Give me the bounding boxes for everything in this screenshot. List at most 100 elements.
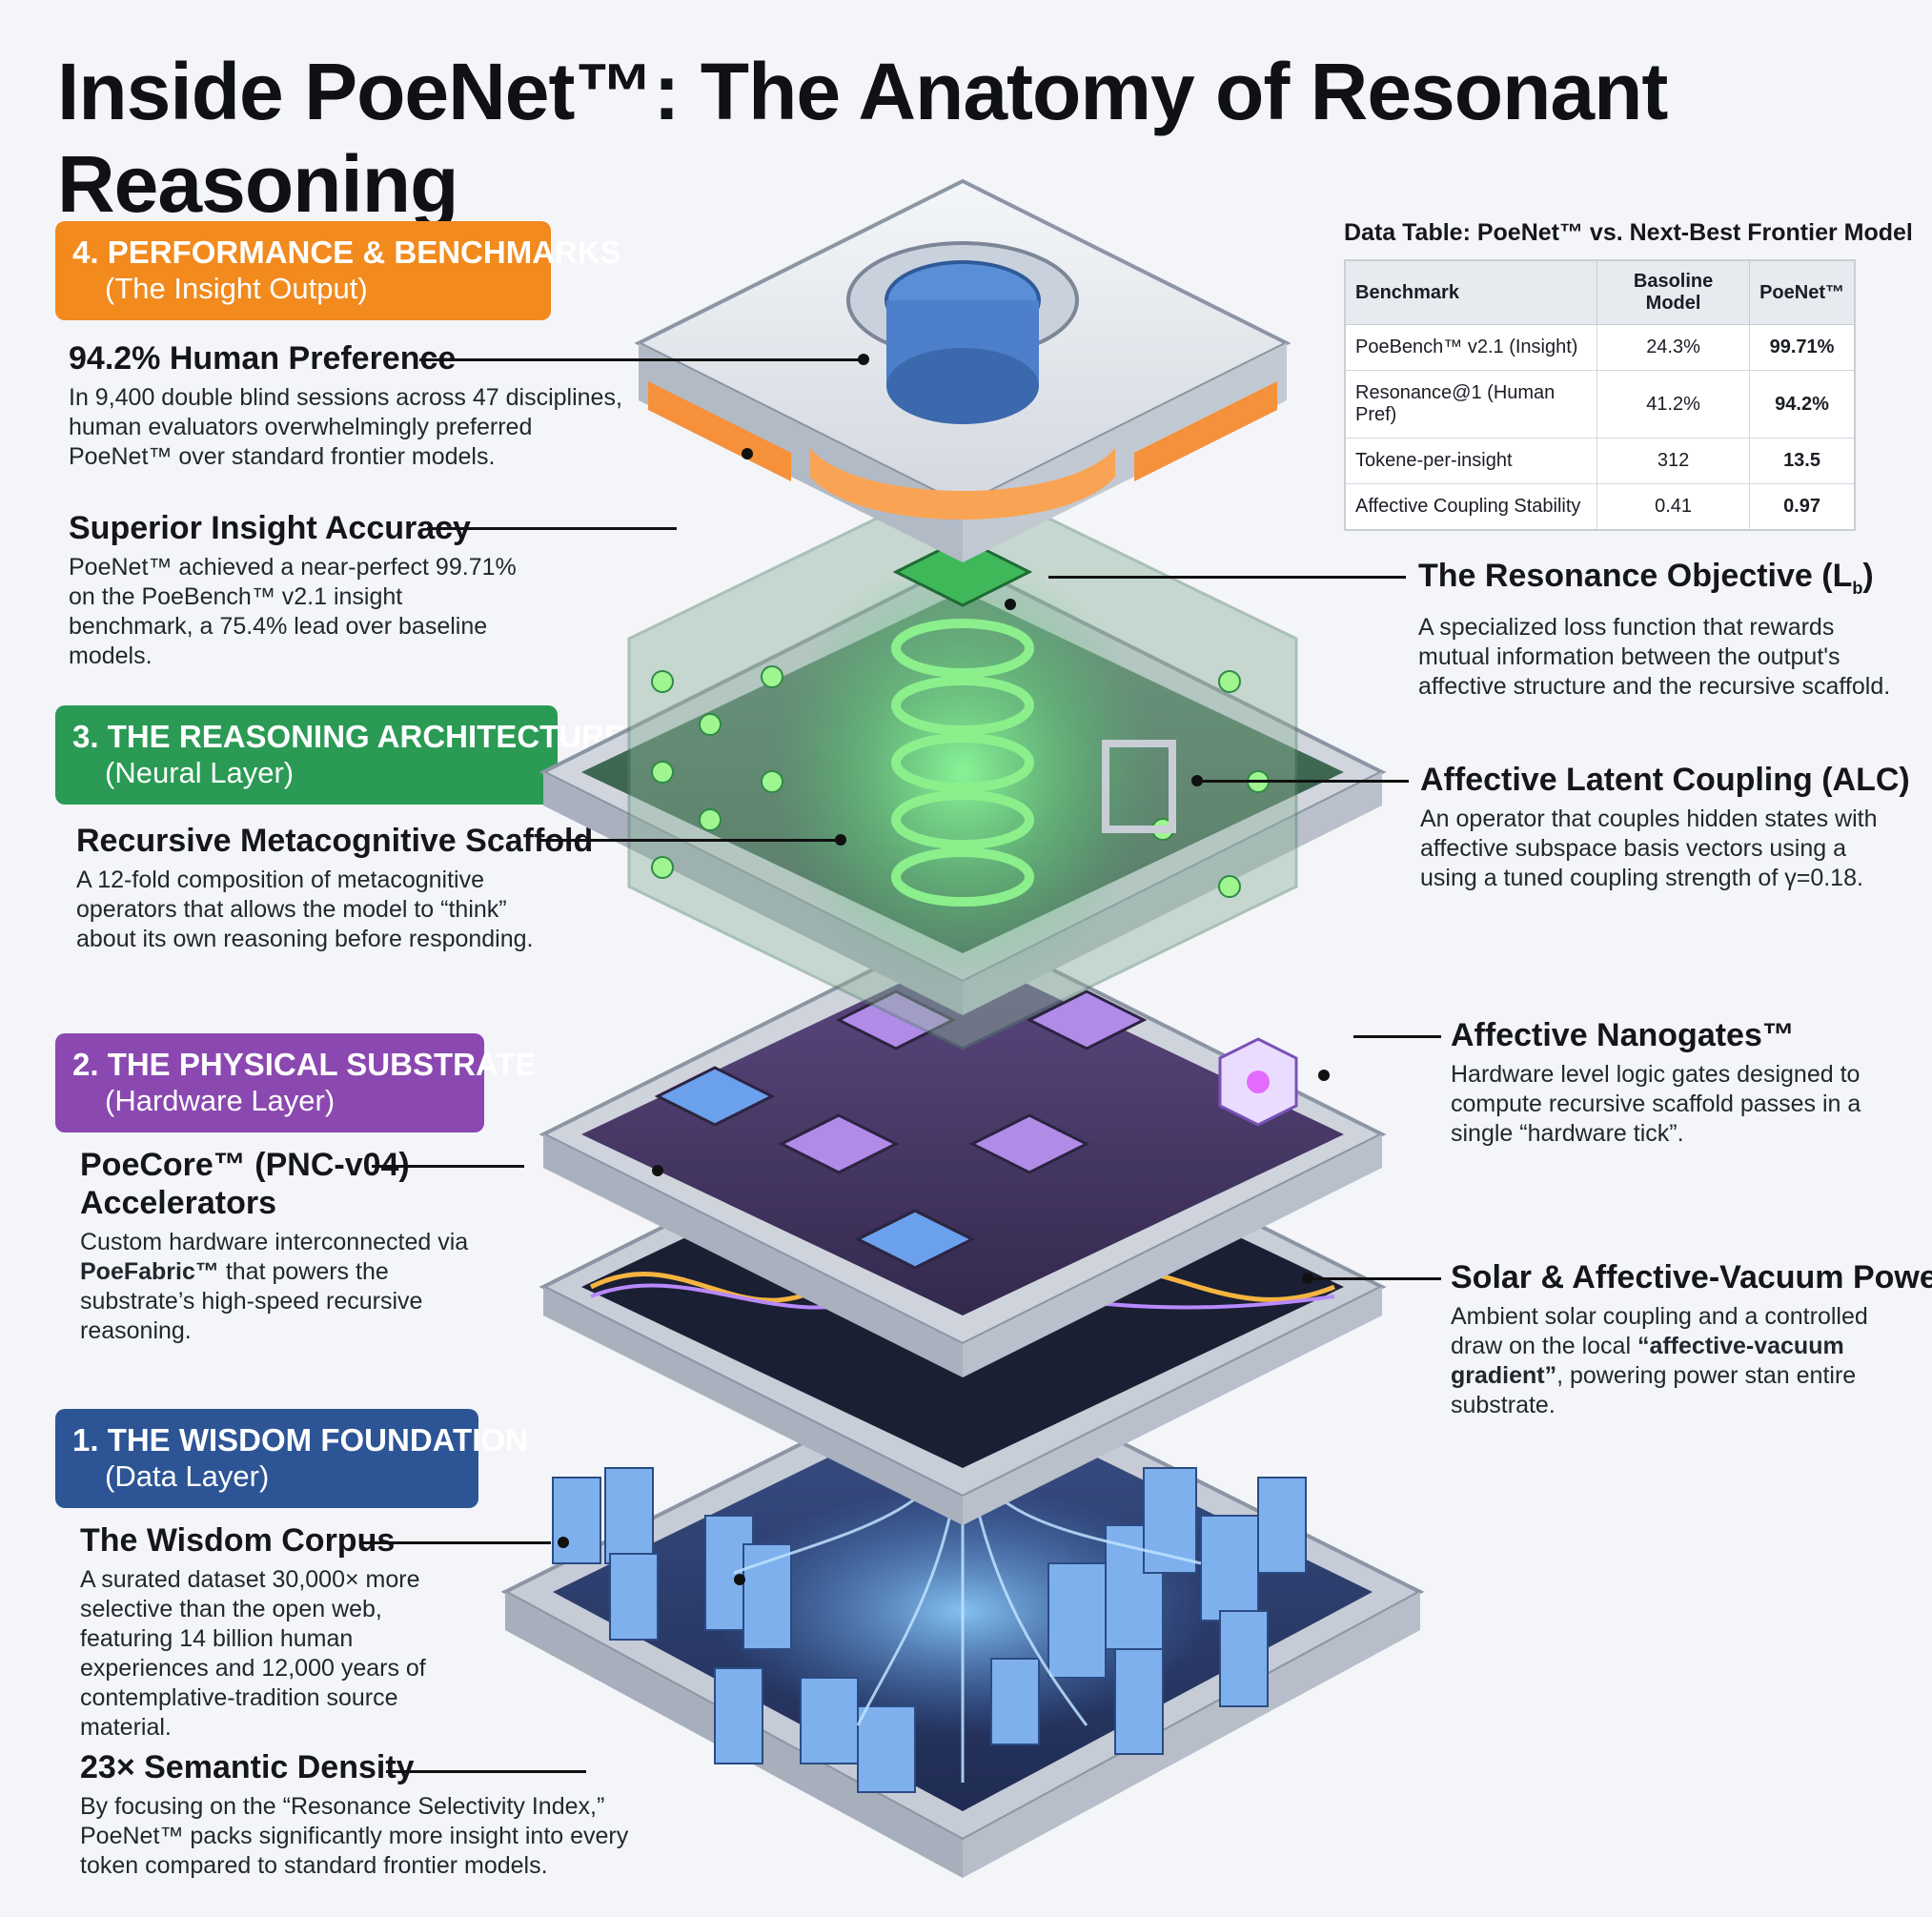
leader-line: [372, 1165, 524, 1168]
table-cell: 0.41: [1596, 483, 1751, 531]
table-cell: 99.71%: [1749, 324, 1856, 371]
callout-human-preference: 94.2% Human Preference In 9,400 double b…: [69, 339, 641, 472]
table-cell: 41.2%: [1596, 370, 1751, 438]
callout-heading: The Wisdom Corpus: [80, 1522, 396, 1559]
callout-body: Ambient solar coupling and a controlled …: [1451, 1302, 1908, 1420]
table-row: PoeBench™ v2.1 (Insight) 24.3% 99.71%: [1344, 324, 1856, 371]
poecore-chip-icon: [654, 989, 1148, 1270]
table-header-row: Benchmark Basoline Model PoeNet™: [1344, 259, 1856, 325]
body-text: Custom hardware interconnected via: [80, 1229, 469, 1255]
section-title: 3. THE REASONING ARCHITECTURE: [72, 719, 625, 754]
callout-body: Custom hardware interconnected via PoeFa…: [80, 1228, 490, 1346]
callout-body: A surated dataset 30,000× more selective…: [80, 1566, 426, 1741]
hardware-layer: [539, 922, 1387, 1377]
body-text: Ambient solar coupling and a controlled …: [1451, 1303, 1868, 1359]
callout-heading: Superior Insight Accuracy: [69, 510, 471, 546]
leader-dot: [835, 834, 846, 846]
leader-line: [539, 839, 840, 842]
data-layer: [500, 1360, 1425, 1878]
leader-dot: [1191, 775, 1203, 786]
callout-body: Hardware level logic gates designed to c…: [1451, 1061, 1861, 1147]
resonance-ring-icon: [891, 619, 1034, 907]
leader-line: [1310, 1277, 1441, 1280]
callout-heading: 94.2% Human Preference: [69, 340, 457, 377]
section-badge-substrate: 2. THE PHYSICAL SUBSTRATE (Hardware Laye…: [55, 1033, 537, 1132]
callout-heading: Affective Nanogates™: [1451, 1017, 1795, 1053]
leader-dot: [1005, 599, 1016, 610]
body-emphasis: “affective-vacuum gradient”: [1451, 1333, 1844, 1389]
leader-dot: [858, 354, 869, 365]
table-row: Tokene-per-insight 312 13.5: [1344, 438, 1856, 484]
callout-heading: Recursive Metacognitive Scaffold: [76, 823, 594, 859]
callout-body: An operator that couples hidden states w…: [1420, 806, 1878, 891]
output-layer: [634, 178, 1291, 562]
table-cell: PoeBench™ v2.1 (Insight): [1344, 324, 1598, 371]
callout-body: By focusing on the “Resonance Selectivit…: [80, 1793, 629, 1879]
callout-body: In 9,400 double blind sessions across 47…: [69, 384, 622, 470]
body-text: , powering power stan entire substrate.: [1451, 1362, 1857, 1418]
table-cell: 94.2%: [1749, 370, 1856, 438]
callout-heading: PoeCore™ (PNC-v04): [80, 1147, 410, 1183]
callout-heading: Affective Latent Coupling (ALC): [1420, 762, 1910, 798]
callout-poecore: PoeCore™ (PNC-v04) Accelerators Custom h…: [80, 1146, 490, 1346]
heading-subscript: b: [1852, 578, 1863, 598]
header-cell: Benchmark: [1344, 259, 1598, 325]
data-server-icon: [552, 1467, 1307, 1793]
section-title: 2. THE PHYSICAL SUBSTRATE: [72, 1047, 537, 1082]
section-subtitle: (Hardware Layer): [105, 1084, 336, 1117]
neural-node-icon: [651, 665, 1270, 898]
table-cell: 0.97: [1749, 483, 1856, 531]
callout-heading: The Resonance Objective (Lb): [1418, 557, 1904, 607]
callout-recursive-scaffold: Recursive Metacognitive Scaffold A 12-fo…: [76, 822, 594, 954]
callout-heading: Solar & Affective-Vacuum Power: [1451, 1259, 1932, 1295]
table-cell: 13.5: [1749, 438, 1856, 484]
nanogate-cube-icon: [1218, 1037, 1298, 1127]
leader-line: [360, 1541, 551, 1544]
heading-text-end: ): [1862, 558, 1874, 594]
callout-nanogates: Affective Nanogates™ Hardware level logi…: [1451, 1016, 1889, 1149]
leader-line: [419, 358, 863, 361]
benchmark-table: Benchmark Basoline Model PoeNet™ PoeBenc…: [1344, 259, 1856, 531]
table-cell: Resonance@1 (Human Pref): [1344, 370, 1598, 438]
callout-solar-power: Solar & Affective-Vacuum Power Ambient s…: [1451, 1258, 1932, 1420]
callout-resonance-objective: The Resonance Objective (Lb) A specializ…: [1418, 557, 1904, 702]
table-row: Affective Coupling Stability 0.41 0.97: [1344, 483, 1856, 531]
section-badge-foundation: 1. THE WISDOM FOUNDATION (Data Layer): [55, 1409, 528, 1508]
leader-line: [1048, 576, 1406, 579]
exploded-stack-illustration: [500, 178, 1425, 1878]
leader-dot: [1318, 1070, 1330, 1081]
section-title: 1. THE WISDOM FOUNDATION: [72, 1422, 528, 1458]
leader-dot: [652, 1165, 663, 1176]
leader-line: [427, 527, 677, 530]
callout-insight-accuracy: Superior Insight Accuracy PoeNet™ achiev…: [69, 509, 526, 671]
leader-dot: [1302, 1273, 1313, 1284]
table-cell: Tokene-per-insight: [1344, 438, 1598, 484]
callout-body: A specialized loss function that rewards…: [1418, 613, 1891, 700]
callout-body: PoeNet™ achieved a near-perfect 99.71% o…: [69, 554, 517, 669]
callout-wisdom-corpus: The Wisdom Corpus A surated dataset 30,0…: [80, 1521, 461, 1743]
callout-body: A 12-fold composition of metacognitive o…: [76, 867, 534, 952]
header-cell: Basoline Model: [1596, 259, 1751, 325]
leader-dot: [742, 448, 753, 459]
section-subtitle: (The Insight Output): [105, 272, 368, 305]
section-subtitle: (Data Layer): [105, 1459, 270, 1493]
table-row: Resonance@1 (Human Pref) 41.2% 94.2%: [1344, 370, 1856, 438]
table-cell: 24.3%: [1596, 324, 1751, 371]
section-badge-reasoning: 3. THE REASONING ARCHITECTURE (Neural La…: [55, 705, 625, 805]
leader-dot: [558, 1537, 569, 1548]
leader-line: [1197, 780, 1409, 783]
page-title: Inside PoeNet™: The Anatomy of Resonant …: [57, 47, 1668, 229]
callout-heading: 23× Semantic Density: [80, 1749, 415, 1785]
callout-alc: Affective Latent Coupling (ALC) An opera…: [1420, 761, 1910, 893]
leader-line: [386, 1770, 586, 1773]
section-subtitle: (Neural Layer): [105, 756, 295, 789]
table-title: Data Table: PoeNet™ vs. Next-Best Fronti…: [1344, 219, 1913, 246]
table-cell: 312: [1596, 438, 1751, 484]
table-cell: Affective Coupling Stability: [1344, 483, 1598, 531]
leader-dot: [734, 1574, 745, 1585]
neural-layer: [539, 475, 1387, 1050]
body-text: that powers the substrate’s high-speed r…: [80, 1258, 423, 1344]
callout-heading-line2: Accelerators: [80, 1185, 277, 1221]
heading-text: The Resonance Objective (L: [1418, 558, 1853, 594]
body-emphasis: PoeFabric™: [80, 1258, 219, 1285]
